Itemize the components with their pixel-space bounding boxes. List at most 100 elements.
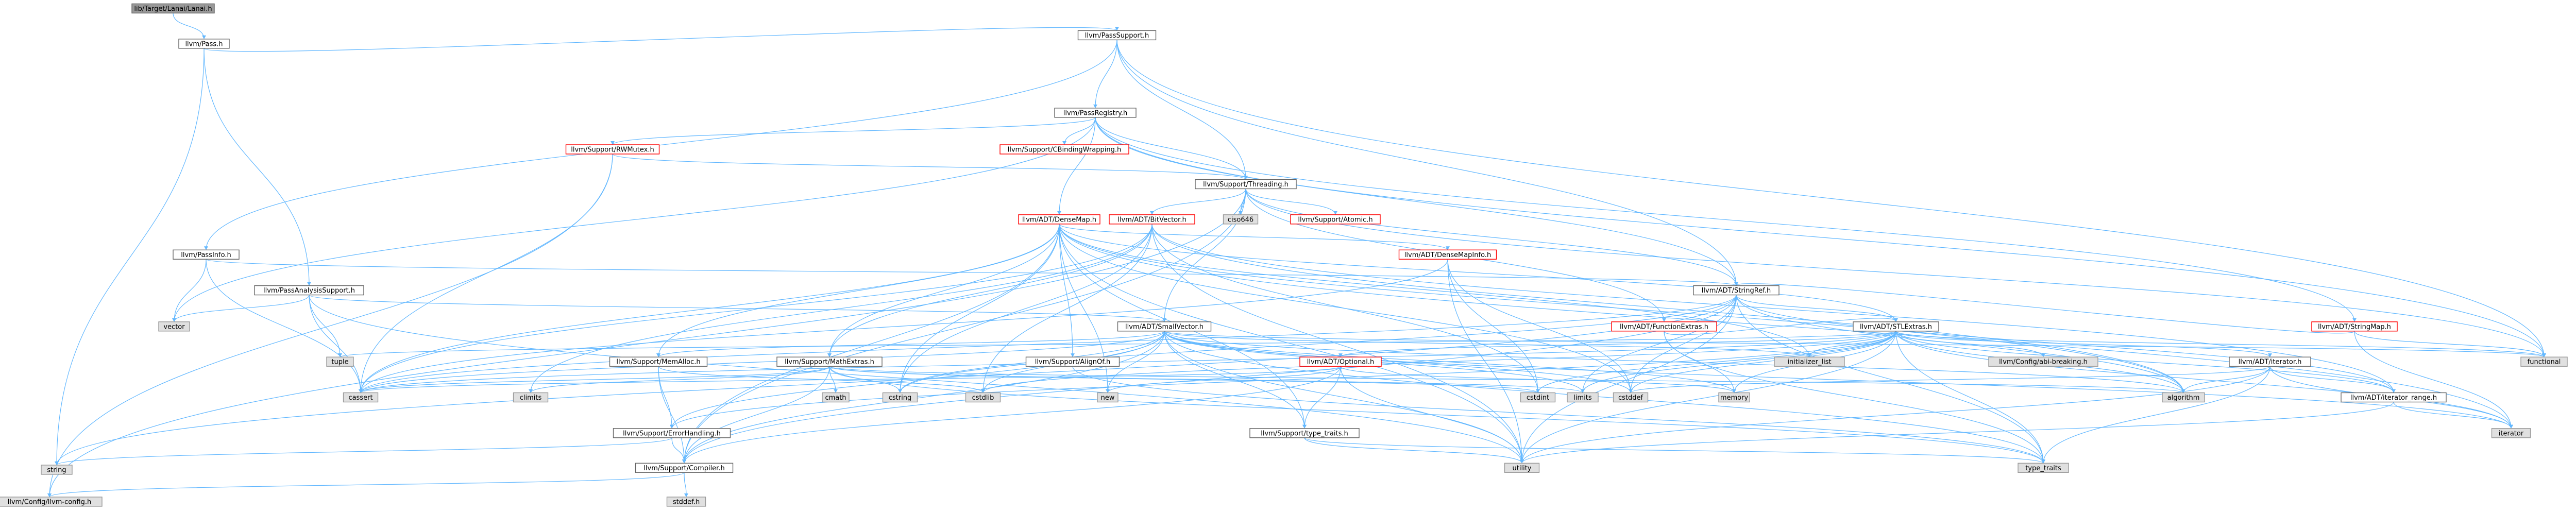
node-cstring[interactable]: cstring [882,392,918,403]
node-threading[interactable]: llvm/Support/Threading.h [1195,179,1297,190]
node-initlist[interactable]: initializer_list [1774,356,1845,367]
node-functional[interactable]: functional [2520,356,2568,367]
node-typetraits[interactable]: llvm/Support/type_traits.h [1249,428,1360,438]
node-box[interactable] [1718,392,1750,403]
node-box[interactable] [2018,463,2069,473]
node-box[interactable] [565,144,660,155]
node-box[interactable] [1195,179,1297,190]
node-pass[interactable]: llvm/Pass.h [178,39,230,49]
node-box[interactable] [1077,30,1157,41]
node-new[interactable]: new [1097,392,1118,403]
node-box[interactable] [1290,214,1381,225]
node-cstddef[interactable]: cstddef [1613,392,1649,403]
node-box[interactable] [513,392,549,403]
node-box[interactable] [635,463,734,473]
node-box[interactable] [776,356,883,367]
node-box[interactable] [609,356,708,367]
node-algorithm[interactable]: algorithm [2162,392,2205,403]
node-box[interactable] [1054,108,1137,118]
node-box[interactable] [999,144,1129,155]
node-box[interactable] [2520,356,2568,367]
node-box[interactable] [1693,285,1780,296]
node-box[interactable] [1504,463,1540,473]
node-bitvector[interactable]: llvm/ADT/BitVector.h [1109,214,1195,225]
node-box[interactable] [1567,392,1599,403]
node-root[interactable]: lib/Target/Lanai/Lanai.h [131,3,215,14]
node-box[interactable] [1611,321,1717,332]
node-box[interactable] [343,392,379,403]
node-box[interactable] [1774,356,1845,367]
node-stringref[interactable]: llvm/ADT/StringRef.h [1693,285,1780,296]
node-box[interactable] [965,392,1001,403]
node-box[interactable] [882,392,918,403]
node-stditerator[interactable]: iterator [2491,428,2531,438]
node-mathextras[interactable]: llvm/Support/MathExtras.h [776,356,883,367]
node-iterator[interactable]: llvm/ADT/iterator.h [2229,356,2311,367]
node-box[interactable] [1249,428,1360,438]
node-box[interactable] [666,497,706,507]
node-box[interactable] [131,3,215,14]
node-stringmap[interactable]: llvm/ADT/StringMap.h [2311,321,2398,332]
node-vector[interactable]: vector [158,321,190,332]
node-box[interactable] [1299,356,1382,367]
node-memalloc[interactable]: llvm/Support/MemAlloc.h [609,356,708,367]
node-string[interactable]: string [41,465,73,475]
node-compiler[interactable]: llvm/Support/Compiler.h [635,463,734,473]
node-box[interactable] [1988,356,2098,367]
node-densemap[interactable]: llvm/ADT/DenseMap.h [1018,214,1100,225]
node-cmath[interactable]: cmath [822,392,850,403]
node-passinfo[interactable]: llvm/PassInfo.h [173,249,240,260]
node-smallvector[interactable]: llvm/ADT/SmallVector.h [1117,321,1212,332]
node-box[interactable] [2229,356,2311,367]
node-stlextras[interactable]: llvm/ADT/STLExtras.h [1853,321,1939,332]
node-box[interactable] [1109,214,1195,225]
node-box[interactable] [326,356,354,367]
node-box[interactable] [2491,428,2531,438]
node-passanalysis[interactable]: llvm/PassAnalysisSupport.h [254,285,364,296]
node-box[interactable] [158,321,190,332]
node-llvmconfig[interactable]: llvm/Config/llvm-config.h [0,497,103,507]
node-rwmutex[interactable]: llvm/Support/RWMutex.h [565,144,660,155]
node-cstdint[interactable]: cstdint [1520,392,1556,403]
node-typetraitsstd[interactable]: type_traits [2018,463,2069,473]
node-cbinding[interactable]: llvm/Support/CBindingWrapping.h [999,144,1129,155]
node-box[interactable] [2311,321,2398,332]
node-utility[interactable]: utility [1504,463,1540,473]
node-box[interactable] [1097,392,1118,403]
node-iterrange[interactable]: llvm/ADT/iterator_range.h [2341,392,2447,403]
node-box[interactable] [1398,249,1497,260]
node-errorhandling[interactable]: llvm/Support/ErrorHandling.h [613,428,731,438]
node-ciso646[interactable]: ciso646 [1223,214,1259,225]
node-box[interactable] [178,39,230,49]
node-atomic[interactable]: llvm/Support/Atomic.h [1290,214,1381,225]
node-box[interactable] [822,392,850,403]
node-box[interactable] [254,285,364,296]
node-densemapinfo[interactable]: llvm/ADT/DenseMapInfo.h [1398,249,1497,260]
node-climits[interactable]: climits [513,392,549,403]
node-box[interactable] [1018,214,1100,225]
node-box[interactable] [1853,321,1939,332]
node-box[interactable] [1117,321,1212,332]
node-optional[interactable]: llvm/ADT/Optional.h [1299,356,1382,367]
node-cstdlib[interactable]: cstdlib [965,392,1001,403]
node-box[interactable] [1025,356,1120,367]
node-tuple[interactable]: tuple [326,356,354,367]
node-box[interactable] [0,497,103,507]
node-memory[interactable]: memory [1718,392,1750,403]
node-box[interactable] [613,428,731,438]
node-box[interactable] [173,249,240,260]
node-box[interactable] [1223,214,1259,225]
node-box[interactable] [1613,392,1649,403]
node-alignof[interactable]: llvm/Support/AlignOf.h [1025,356,1120,367]
node-box[interactable] [2341,392,2447,403]
node-configabi[interactable]: llvm/Config/abi-breaking.h [1988,356,2098,367]
node-box[interactable] [1520,392,1556,403]
node-box[interactable] [2162,392,2205,403]
node-box[interactable] [41,465,73,475]
node-stddef[interactable]: stddef.h [666,497,706,507]
node-passregistry[interactable]: llvm/PassRegistry.h [1054,108,1137,118]
node-functionextras[interactable]: llvm/ADT/FunctionExtras.h [1611,321,1717,332]
node-limits[interactable]: limits [1567,392,1599,403]
node-passsupport[interactable]: llvm/PassSupport.h [1077,30,1157,41]
node-cassert[interactable]: cassert [343,392,379,403]
